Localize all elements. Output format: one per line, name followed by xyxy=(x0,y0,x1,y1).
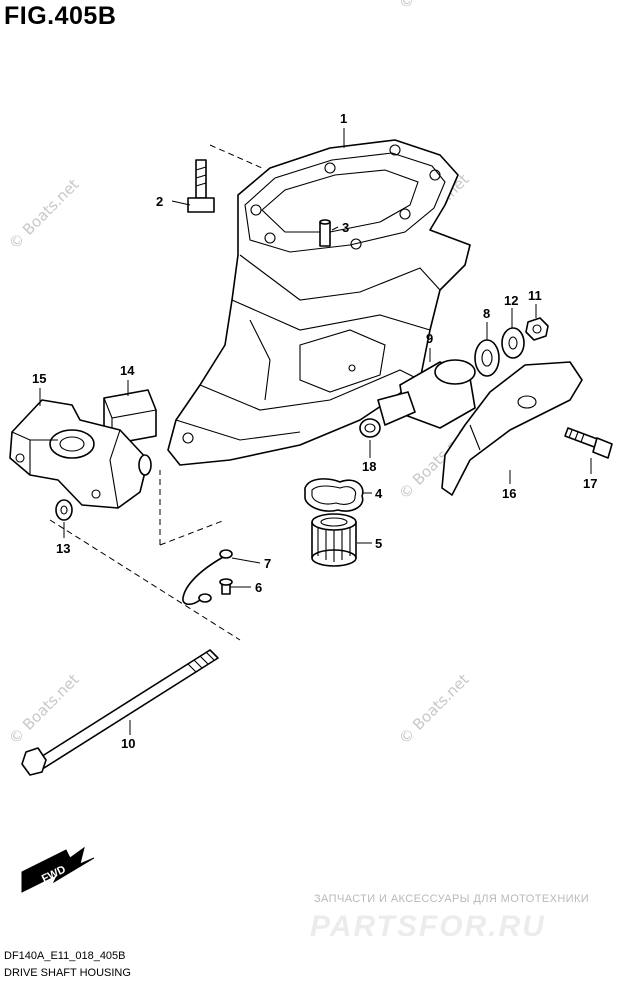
callout-13: 13 xyxy=(56,541,70,556)
bolt-part-17 xyxy=(564,427,613,459)
callout-10: 10 xyxy=(121,736,135,751)
figure-title: FIG.405B xyxy=(4,2,117,30)
nut-part-11 xyxy=(525,317,549,341)
ground-wire xyxy=(182,549,233,606)
dowel-pin xyxy=(319,219,331,247)
washer-part-12 xyxy=(501,327,525,359)
bearing-part-5 xyxy=(311,513,357,567)
watermark: © Boats.net xyxy=(5,670,83,748)
stud-bolt-part-10 xyxy=(21,649,219,776)
screw-part-6 xyxy=(219,578,233,595)
callout-15: 15 xyxy=(32,371,46,386)
callout-2: 2 xyxy=(156,194,163,209)
callout-16: 16 xyxy=(502,486,516,501)
callout-12: 12 xyxy=(504,293,518,308)
figure-code: DF140A_E11_018_405B xyxy=(4,950,126,962)
callout-1: 1 xyxy=(340,111,347,126)
drive-shaft-housing xyxy=(167,139,471,466)
lower-mount-bracket xyxy=(9,399,152,509)
mount-cover xyxy=(441,361,583,496)
callout-17: 17 xyxy=(583,476,597,491)
figure-caption: DRIVE SHAFT HOUSING xyxy=(4,967,131,979)
rubber-mount xyxy=(377,359,476,429)
o-ring-part-18 xyxy=(359,418,381,438)
promo-tagline: ЗАПЧАСТИ И АКСЕССУАРЫ ДЛЯ МОТОТЕХНИКИ xyxy=(314,893,590,905)
promo-brand: PARTSFOR.RU xyxy=(310,910,546,943)
bolt-part-2 xyxy=(187,159,215,213)
fwd-direction-badge: FWD xyxy=(21,846,95,893)
washer-part-13 xyxy=(55,499,73,521)
callout-11: 11 xyxy=(528,288,542,303)
callout-9: 9 xyxy=(426,331,433,346)
callout-18: 18 xyxy=(362,459,376,474)
callout-6: 6 xyxy=(255,580,262,595)
callout-7: 7 xyxy=(264,556,271,571)
callout-5: 5 xyxy=(375,536,382,551)
callout-4: 4 xyxy=(375,486,383,501)
callout-3: 3 xyxy=(342,220,349,235)
watermark: © Boats.net xyxy=(395,670,473,748)
callout-8: 8 xyxy=(483,306,490,321)
watermark: © Boats.net xyxy=(5,175,83,253)
callout-14: 14 xyxy=(120,363,135,378)
gasket-part-4 xyxy=(304,478,364,512)
watermark: © Boats.net xyxy=(395,0,473,13)
washer-part-8 xyxy=(474,339,500,377)
